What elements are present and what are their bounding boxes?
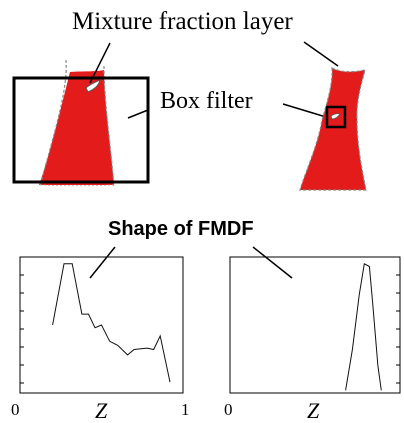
fmdf-plot-right: 0 Z xyxy=(224,256,401,423)
pointer-title-to-layer xyxy=(303,41,339,67)
mixture-layer-fold xyxy=(85,79,101,93)
x-axis-label-left: Z xyxy=(95,398,108,423)
plot-frame-left xyxy=(19,256,184,394)
x-min-label-right: 0 xyxy=(224,400,233,419)
plot-frame-right xyxy=(229,256,401,394)
pointer-title-to-zoom xyxy=(89,42,111,84)
mixture-layer-full-shape xyxy=(299,66,367,191)
pointer-heading-to-left-plot xyxy=(89,246,116,279)
plot-ticks-left xyxy=(20,274,24,384)
mixture-layer-zoomed xyxy=(39,70,114,185)
x-max-label-left: 1 xyxy=(181,400,190,419)
pointer-box-filter xyxy=(282,103,327,118)
box-filter-zoom-view xyxy=(12,59,150,187)
mixture-layer-edge-left xyxy=(39,59,67,187)
pointer-zoom-box-label xyxy=(127,109,149,119)
mixture-layer-full xyxy=(299,66,367,191)
box-filter-zoom-frame xyxy=(12,76,150,184)
shape-of-fmdf-heading: Shape of FMDF xyxy=(108,218,254,240)
box-filter-label: Box filter xyxy=(160,88,253,114)
fmdf-plot-left: 0 Z 1 xyxy=(11,256,190,423)
fmdf-curve-right xyxy=(345,263,382,391)
pointer-heading-to-right-plot xyxy=(252,246,293,279)
x-axis-label-right: Z xyxy=(307,398,320,423)
x-min-label-left: 0 xyxy=(11,400,20,419)
mixture-layer-edge-bottom xyxy=(39,184,115,187)
mixture-fraction-layer-label: Mixture fraction layer xyxy=(72,8,293,35)
box-filter-marker-fold xyxy=(330,113,341,120)
fmdf-curve-left xyxy=(52,263,171,383)
plot-ticks-right xyxy=(396,274,400,384)
box-filter-marker xyxy=(325,105,347,129)
